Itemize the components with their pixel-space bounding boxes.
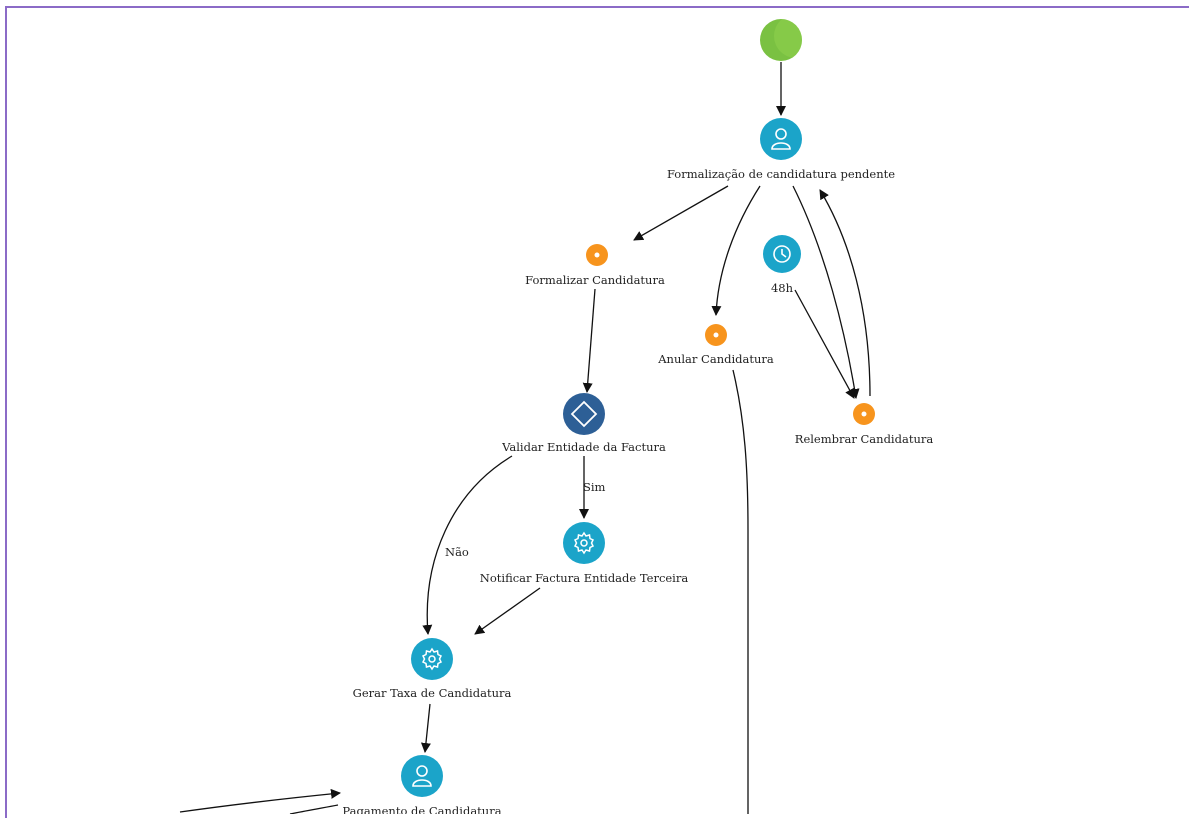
gateway-diamond-icon	[570, 400, 598, 428]
node-label: Validar Entidade da Factura	[501, 440, 666, 454]
edge-validar-nao-to-gerar	[422, 455, 513, 635]
edge-formalizacao-to-formalizar	[633, 185, 729, 241]
start-event[interactable]	[760, 14, 818, 61]
person-icon	[771, 128, 791, 150]
node-timer-48h[interactable]: 48h	[763, 235, 801, 295]
edge-formalizar-to-validar	[582, 288, 596, 393]
node-label: 48h	[771, 281, 794, 295]
person-icon	[412, 765, 432, 787]
edge-anular-to-end	[732, 369, 749, 814]
node-gerar-taxa[interactable]: Gerar Taxa de Candidatura	[353, 638, 512, 700]
node-pagamento-candidatura[interactable]: Pagamento de Candidatura	[342, 755, 502, 814]
edge-label-sim: Sim	[583, 480, 606, 494]
node-label: Notificar Factura Entidade Terceira	[480, 571, 689, 585]
edge-relembrar-to-formalizacao	[819, 189, 871, 397]
node-relembrar-candidatura[interactable]: Relembrar Candidatura	[795, 403, 934, 446]
node-label: Anular Candidatura	[657, 352, 774, 366]
diagram-frame	[5, 6, 1189, 818]
node-validar-entidade-gateway[interactable]: Validar Entidade da Factura	[501, 393, 666, 454]
edge-48h-to-relembrar	[794, 289, 855, 399]
edges	[179, 62, 871, 814]
edge-label-nao: Não	[445, 545, 469, 559]
edge-gerar-to-pagamento	[420, 703, 431, 753]
node-label: Gerar Taxa de Candidatura	[353, 686, 512, 700]
edge-notificar-to-gerar	[474, 587, 541, 635]
gear-icon	[573, 531, 595, 555]
node-anular-candidatura[interactable]: Anular Candidatura	[657, 324, 774, 366]
edge-formalizacao-to-relembrar	[792, 185, 860, 399]
node-label: Pagamento de Candidatura	[342, 804, 501, 814]
node-notificar-factura[interactable]: Notificar Factura Entidade Terceira	[480, 522, 689, 585]
edge-formalizacao-to-anular	[711, 185, 761, 316]
clock-icon	[773, 245, 791, 263]
edge-incoming-to-pagamento-upper	[179, 788, 341, 813]
node-formalizacao-pendente[interactable]: Formalização de candidatura pendente	[667, 118, 895, 181]
node-label: Formalização de candidatura pendente	[667, 167, 895, 181]
gear-icon	[421, 647, 443, 671]
node-label: Formalizar Candidatura	[525, 273, 665, 287]
edge-incoming-to-pagamento-lower	[289, 804, 339, 814]
node-formalizar-candidatura[interactable]: Formalizar Candidatura	[525, 244, 665, 287]
node-label: Relembrar Candidatura	[795, 432, 934, 446]
